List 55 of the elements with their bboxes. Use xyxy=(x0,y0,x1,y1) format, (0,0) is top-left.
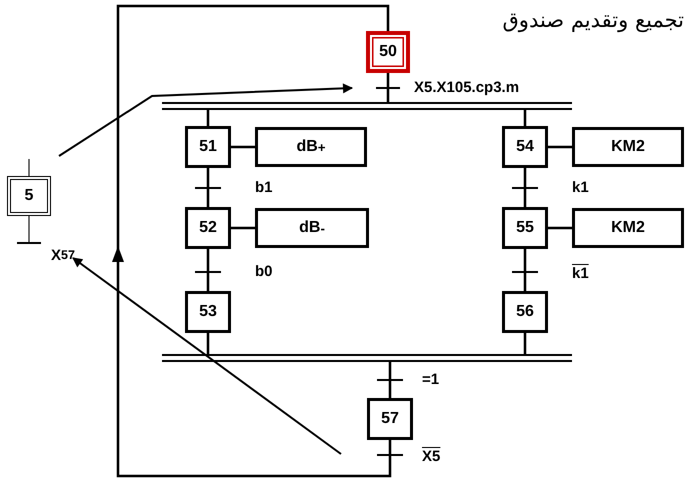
connector-line xyxy=(28,216,30,243)
transition-mark xyxy=(17,242,41,244)
transition-mark xyxy=(512,271,538,273)
step-box: 55 xyxy=(502,207,548,249)
double-bar xyxy=(162,102,572,110)
transition-condition: =1 xyxy=(422,371,440,389)
connector-line xyxy=(524,168,526,187)
connector-line xyxy=(524,249,526,271)
action-box: KM2 xyxy=(572,208,684,248)
transition-mark xyxy=(377,379,403,381)
transition-mark xyxy=(512,187,538,189)
connector-line xyxy=(524,189,526,207)
transition-condition: b0 xyxy=(255,263,273,281)
loop-arrow xyxy=(112,4,392,478)
step-box: 56 xyxy=(502,291,548,333)
connector-line xyxy=(386,73,390,87)
line-stub xyxy=(28,158,30,176)
transition-mark xyxy=(376,87,400,89)
connector-line xyxy=(206,249,210,271)
connector-line xyxy=(548,226,572,230)
transition-condition: X5 xyxy=(422,448,440,466)
step-box: 53 xyxy=(185,291,231,333)
transition-condition: X5.X105.cp3.m xyxy=(414,79,520,97)
action-box: KM2 xyxy=(572,127,684,167)
arrow xyxy=(72,257,342,455)
arrow xyxy=(58,83,353,157)
connector-line xyxy=(206,189,210,207)
step-box: 54 xyxy=(502,126,548,168)
connector-line xyxy=(388,381,392,398)
step-box: 51 xyxy=(185,126,231,168)
connector-line xyxy=(206,333,210,354)
step-box: 5 xyxy=(7,176,51,216)
connector-line xyxy=(388,440,392,454)
transition-condition: k1 xyxy=(572,265,589,283)
connector-line xyxy=(524,273,526,291)
transition-condition: b1 xyxy=(255,179,273,197)
connector-line xyxy=(231,146,255,148)
connector-line xyxy=(388,362,392,379)
transition-condition: k1 xyxy=(572,179,589,197)
connector-line xyxy=(548,146,572,148)
connector-line xyxy=(386,89,390,102)
connector-line xyxy=(206,168,210,187)
transition-mark xyxy=(195,271,221,273)
heading: تجميع وتقديم صندوق xyxy=(502,7,684,34)
step-box: 50 xyxy=(366,31,410,73)
transition-mark xyxy=(377,454,403,456)
connector-line xyxy=(231,226,255,230)
connector-line xyxy=(524,110,526,126)
connector-line xyxy=(206,110,210,126)
connector-line xyxy=(524,333,526,354)
step-box: 57 xyxy=(367,398,413,440)
double-bar xyxy=(162,354,572,362)
transition-mark xyxy=(195,187,221,189)
connector-line xyxy=(206,273,210,291)
step-box: 52 xyxy=(185,207,231,249)
